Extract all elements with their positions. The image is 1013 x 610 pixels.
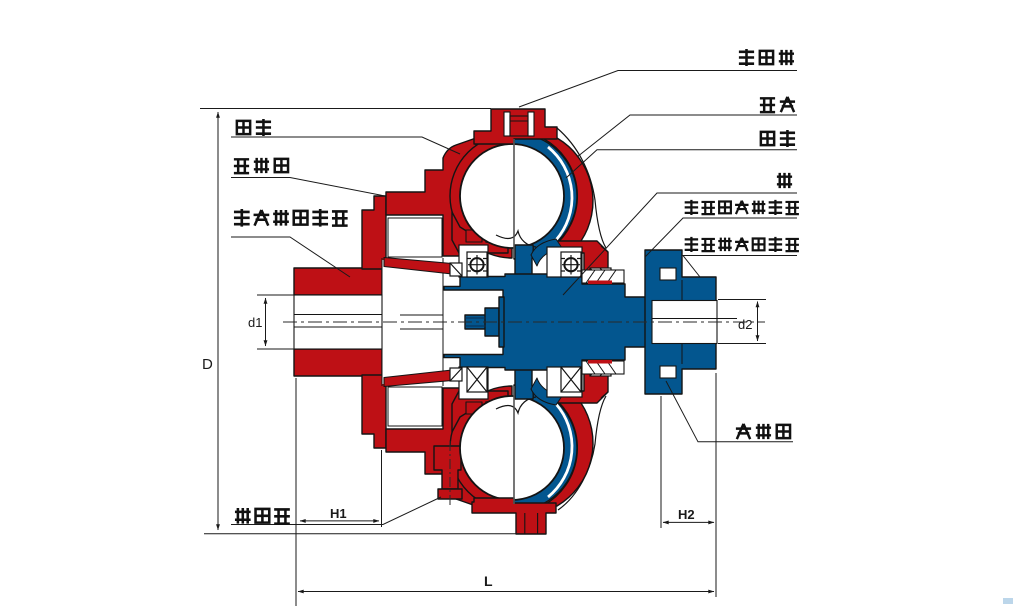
svg-text:H2: H2 — [678, 507, 695, 522]
svg-text:d2: d2 — [738, 317, 752, 332]
svg-text:d1: d1 — [248, 315, 262, 330]
svg-text:H1: H1 — [330, 506, 347, 521]
svg-text:L: L — [484, 573, 493, 589]
svg-text:D: D — [202, 356, 213, 373]
